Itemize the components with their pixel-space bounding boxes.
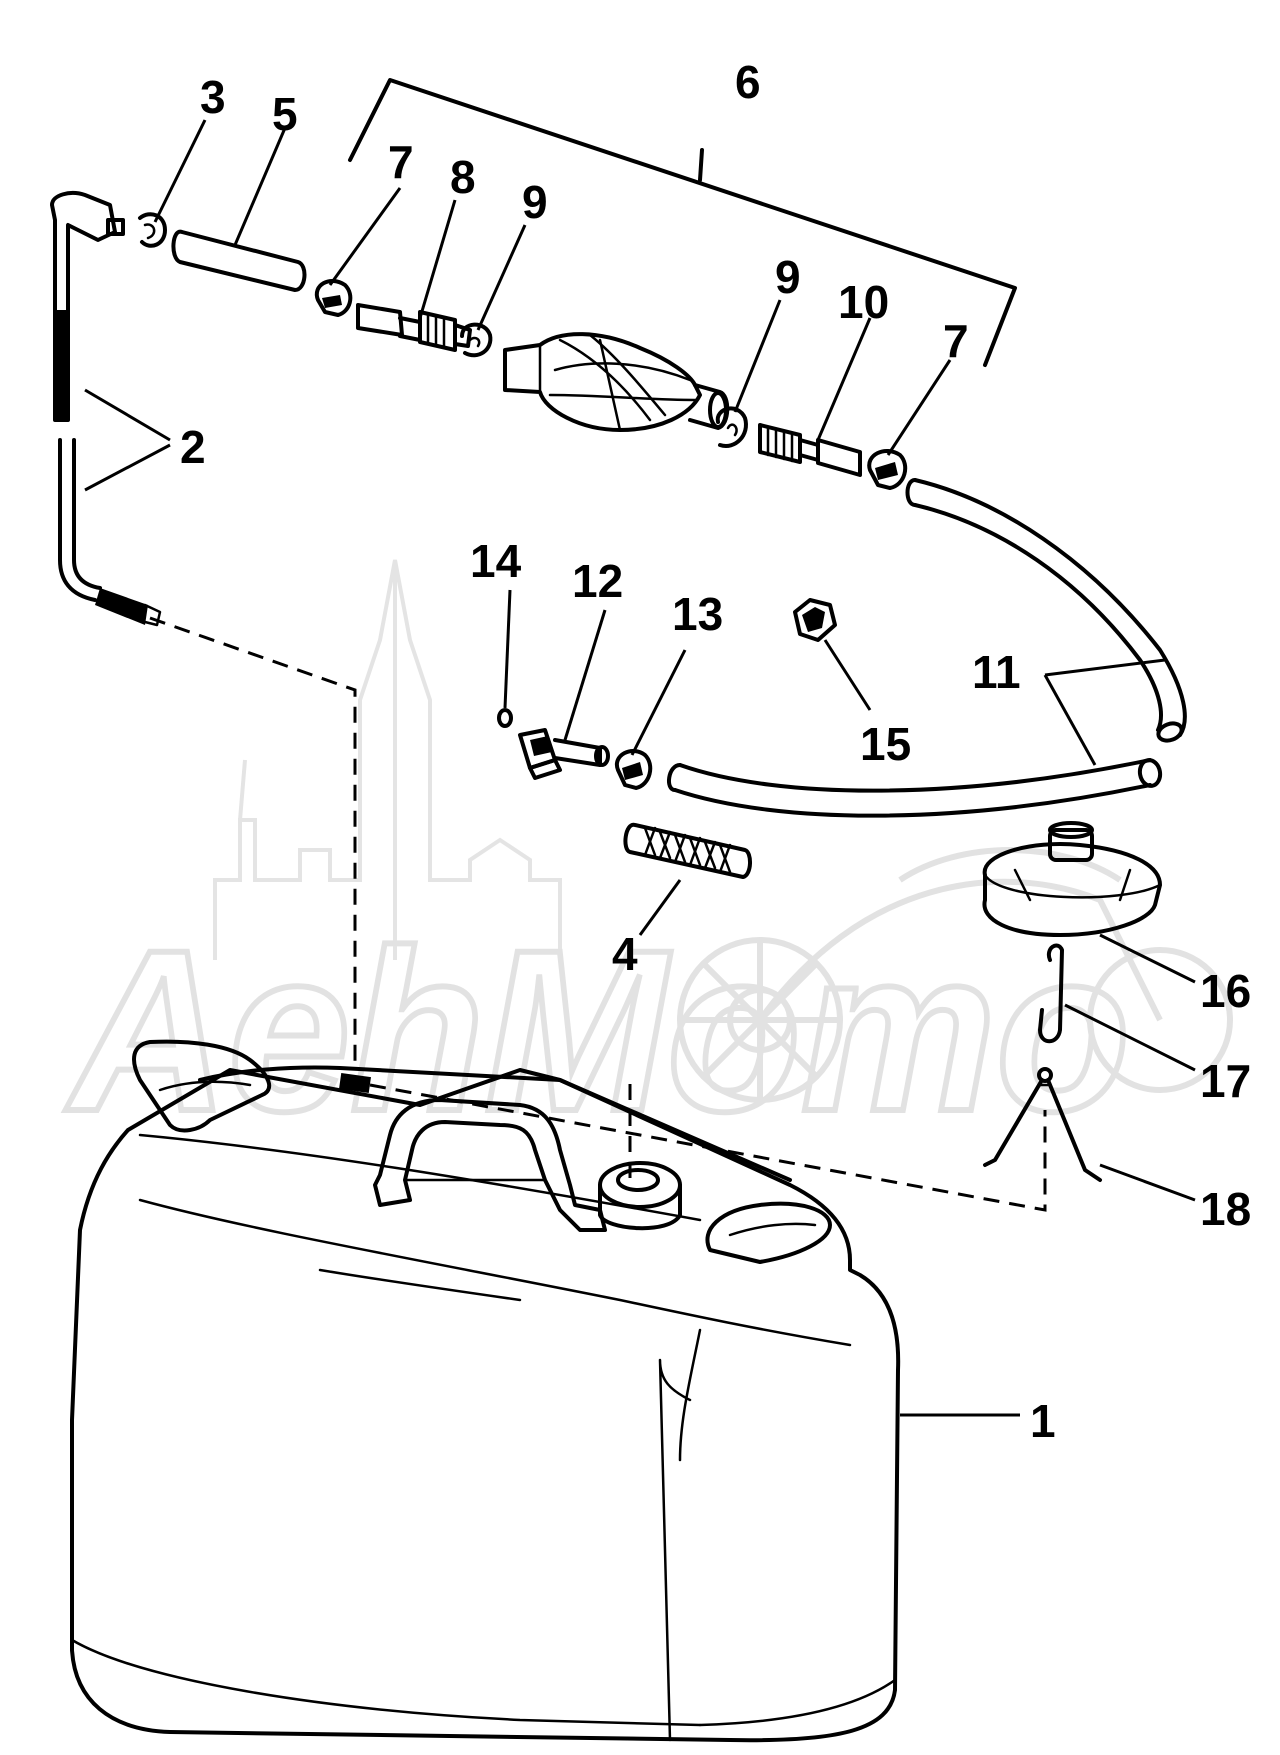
callout-12: 12 [572,555,623,607]
callout-14: 14 [470,535,522,587]
callout-15: 15 [860,718,911,770]
callout-5: 5 [272,88,298,140]
o-ring-part-14 [497,708,513,728]
callout-6: 6 [735,56,761,108]
assembly-guide-lines [149,616,1047,1212]
leader-lines [84,119,1196,1417]
callout-13: 13 [672,588,723,640]
clamp-part-3 [138,212,167,248]
pickup-tube-part-2 [50,191,162,627]
watermark-motorcycle-icon [677,847,1233,1103]
primer-bulb-assembly-part-6 [314,78,1017,490]
callout-17: 17 [1200,1055,1251,1107]
connector-part-12 [518,728,610,780]
callout-10: 10 [838,276,889,328]
nut-part-15 [793,598,837,642]
callout-18: 18 [1200,1183,1251,1235]
callout-7-left: 7 [388,136,414,188]
callout-11: 11 [972,646,1021,698]
callout-7-right: 7 [943,315,969,367]
watermark: AehMomo [62,559,1233,1162]
hose-part-5 [171,229,307,292]
vent-plate [339,1072,371,1094]
callout-1: 1 [1030,1395,1056,1447]
callout-2: 2 [180,421,206,473]
callout-16: 16 [1200,965,1251,1017]
fuel-tank-part-1 [70,1039,901,1743]
callout-9-left: 9 [522,176,548,228]
callout-labels: 3 5 6 7 8 9 9 10 7 2 14 12 13 11 15 4 16… [180,56,1251,1447]
fuel-hose-part-11 [667,478,1187,818]
clamp-part-13 [614,749,653,790]
callout-8: 8 [450,151,476,203]
watermark-skyline-icon [213,559,562,960]
watermark-logo-text: AehMomo [65,902,1130,1159]
callout-3: 3 [200,71,226,123]
s-hook-part-17 [1038,943,1064,1044]
retainer-part-18 [983,1067,1102,1182]
callout-9-right: 9 [775,251,801,303]
filter-part-4 [623,822,752,879]
filler-cap-part-16 [982,821,1162,937]
callout-4: 4 [612,928,638,980]
